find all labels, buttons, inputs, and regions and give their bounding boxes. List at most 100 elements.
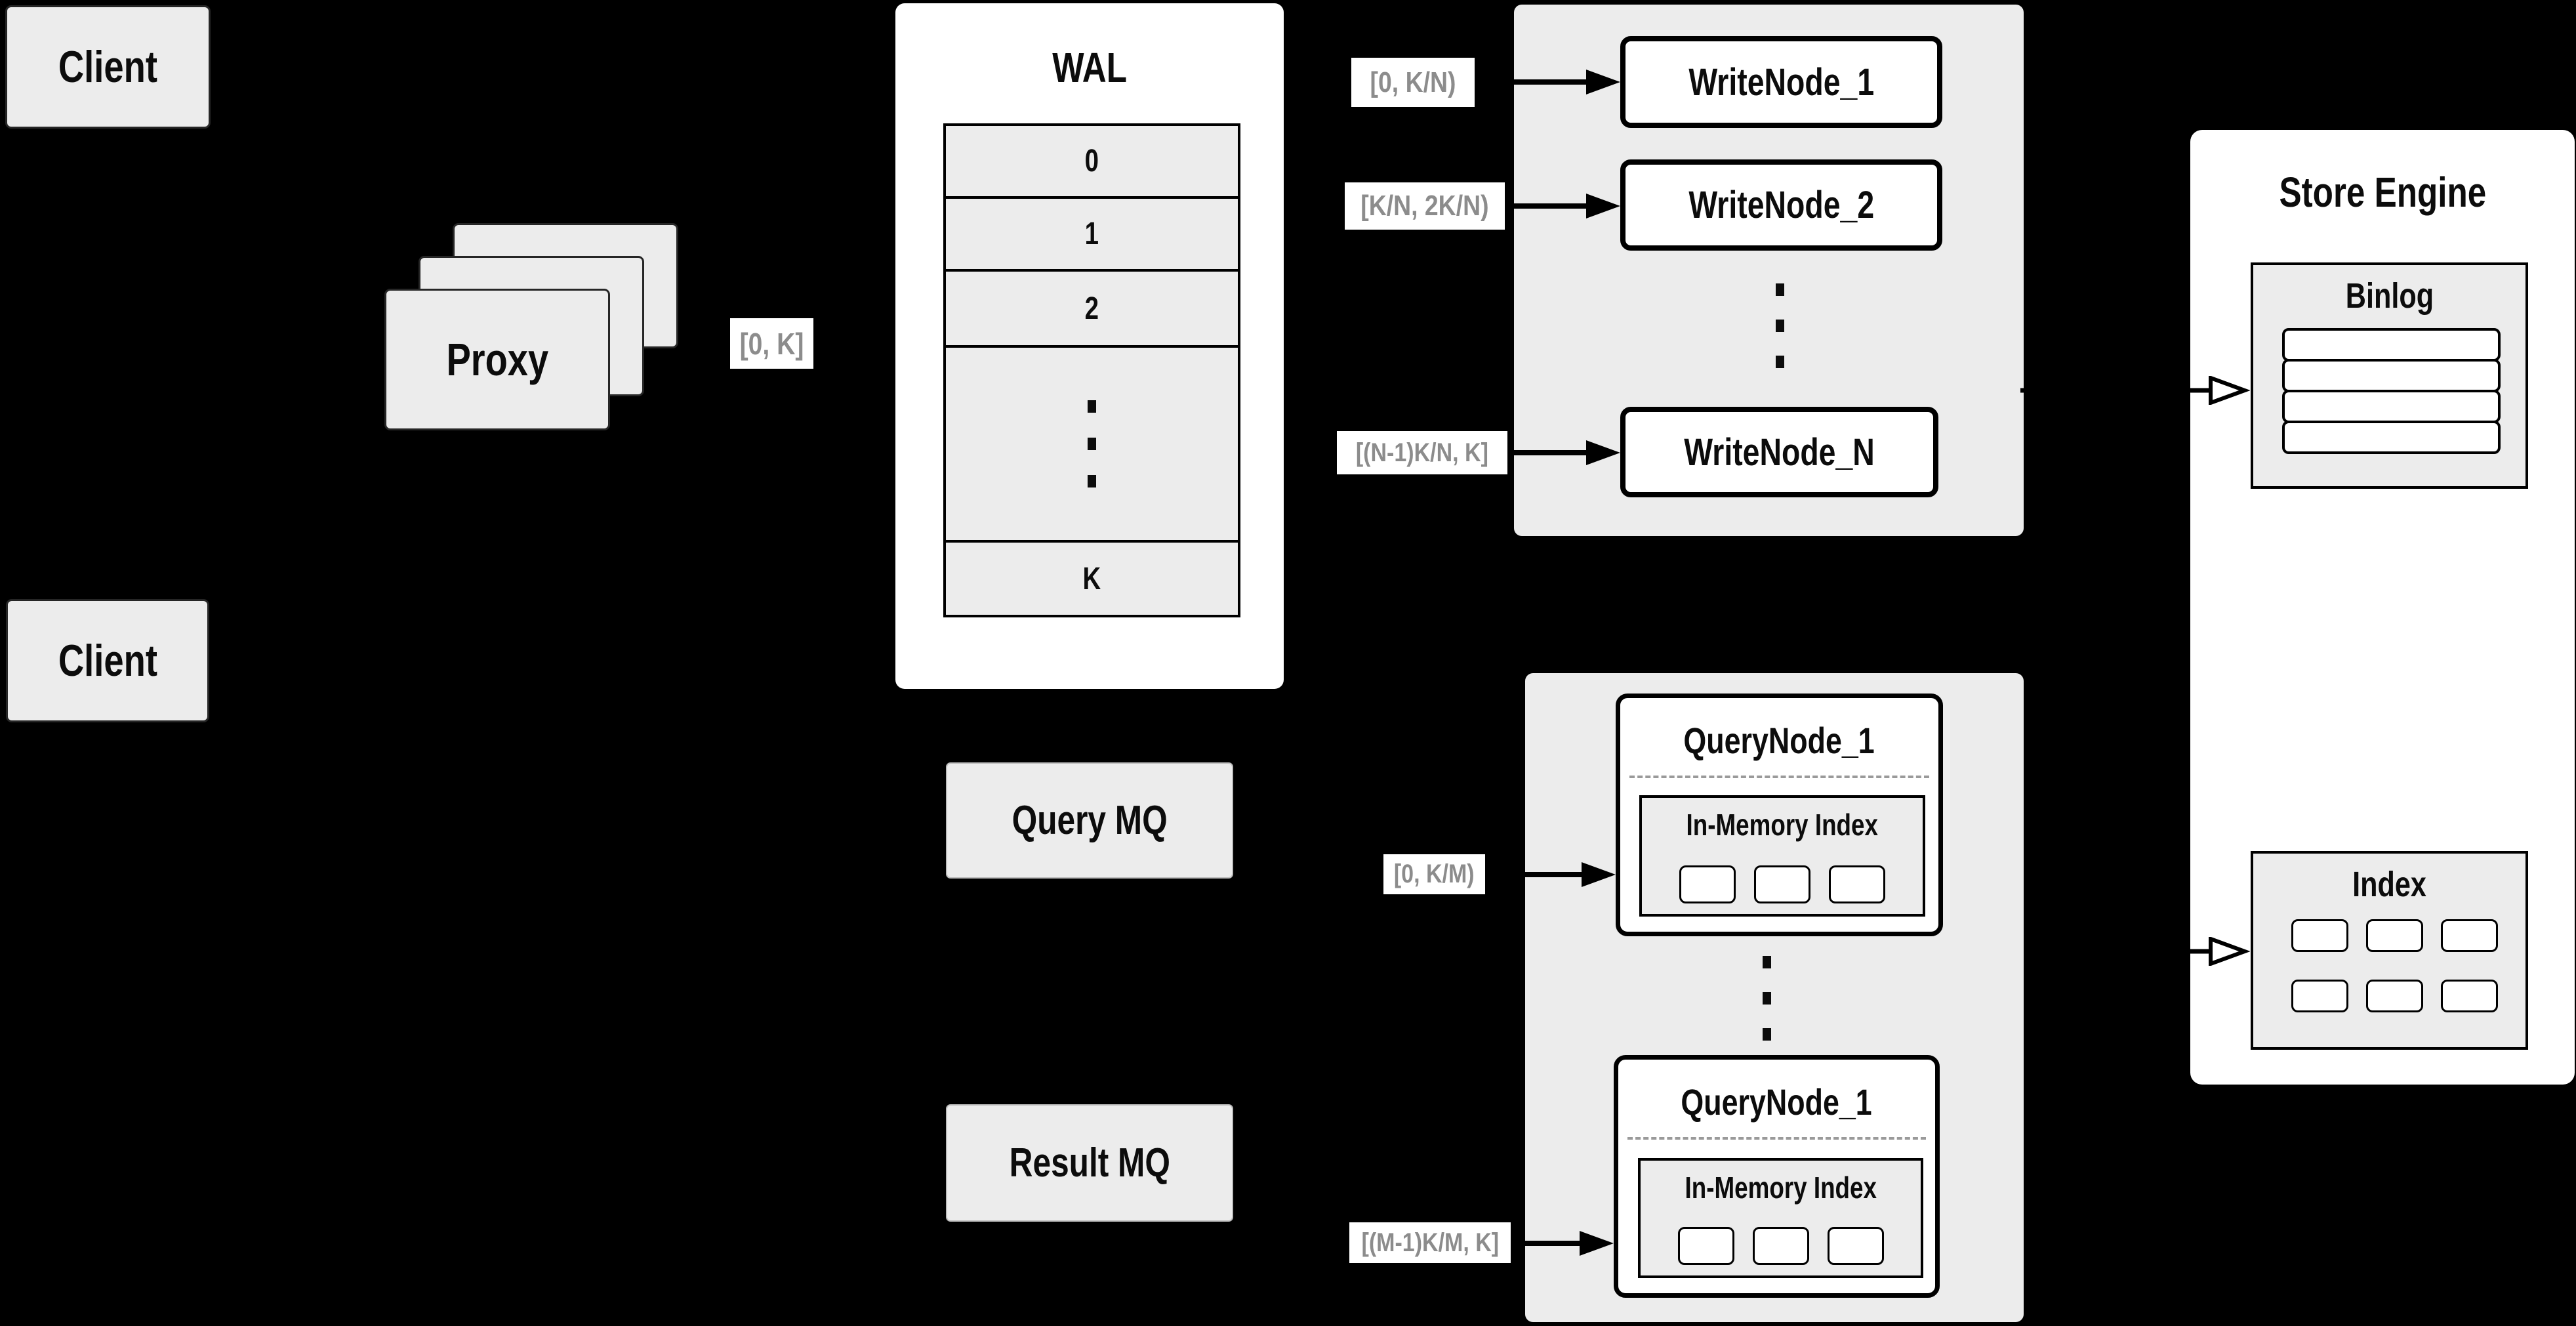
wal-title: WAL [1052, 43, 1127, 91]
wal-title-row: WAL [895, 36, 1284, 98]
binlog-segment [2282, 421, 2501, 454]
write-node-1: WriteNode_1 [1620, 36, 1942, 128]
wal-slot-2-label: 2 [1084, 291, 1099, 326]
query-node-m-title: QueryNode_1 [1681, 1081, 1873, 1123]
segment-cell [1677, 1227, 1734, 1265]
segment-cell [1829, 865, 1885, 903]
range-label-write-n: [(N-1)K/N, K] [1337, 431, 1507, 474]
dashed-divider [1629, 776, 1929, 778]
arrowhead-writenode-n-icon [1586, 440, 1620, 465]
wal-slot-table: 0 1 2 K [943, 123, 1240, 617]
client-bottom-label: Client [58, 636, 157, 686]
range-label-query-m-text: [(M-1)K/M, K] [1361, 1228, 1499, 1257]
range-label-write-2-text: [K/N, 2K/N) [1360, 190, 1489, 222]
write-node-2: WriteNode_2 [1620, 159, 1942, 251]
range-label-write-1: [0, K/N) [1351, 58, 1475, 107]
vertical-ellipsis-icon [1776, 356, 1784, 368]
query-node-1: QueryNode_1 In-Memory Index [1616, 694, 1943, 936]
arrow-to-querynode-1 [1489, 872, 1584, 877]
index-cell [2441, 980, 2498, 1012]
arrow-to-writenode-n [1512, 450, 1589, 455]
arrowhead-querynode-1-icon [1582, 862, 1616, 887]
wal-slot-1: 1 [943, 196, 1240, 272]
range-label-proxy-out: [0, K] [730, 318, 813, 369]
segment-cell [1754, 865, 1810, 903]
in-memory-index-2-title: In-Memory Index [1685, 1171, 1877, 1205]
write-node-2-label: WriteNode_2 [1688, 184, 1874, 226]
in-memory-index-1-title: In-Memory Index [1686, 808, 1879, 842]
binlog-segment [2282, 359, 2501, 392]
range-label-query-1: [0, K/M) [1383, 854, 1485, 894]
range-label-query-1-text: [0, K/M) [1394, 860, 1475, 888]
open-arrowhead-icon [2209, 937, 2250, 966]
proxy-label: Proxy [446, 334, 548, 385]
query-node-m: QueryNode_1 In-Memory Index [1614, 1055, 1940, 1298]
arrow-to-querynode-m [1515, 1241, 1582, 1246]
wal-slot-ellipsis [943, 345, 1240, 543]
wal-slot-2: 2 [943, 269, 1240, 348]
vertical-ellipsis-icon [1088, 438, 1096, 450]
index-cell [2366, 919, 2423, 952]
vertical-ellipsis-icon [1776, 283, 1784, 296]
index-title: Index [2352, 865, 2426, 904]
in-memory-index-1-title-row: In-Memory Index [1642, 804, 1923, 845]
write-node-n-label: WriteNode_N [1684, 430, 1875, 474]
vertical-ellipsis-icon [1088, 400, 1096, 413]
range-label-write-1-text: [0, K/N) [1370, 66, 1456, 98]
segment-cell [1752, 1227, 1809, 1265]
store-engine-title-row: Store Engine [2190, 163, 2575, 222]
arrowhead-writenode-2-icon [1586, 194, 1620, 218]
segment-cell [1827, 1227, 1884, 1265]
binlog-title-row: Binlog [2253, 273, 2525, 319]
index-cell [2291, 980, 2348, 1012]
write-node-1-label: WriteNode_1 [1688, 60, 1874, 104]
query-node-1-title-row: QueryNode_1 [1620, 716, 1938, 764]
range-label-query-m: [(M-1)K/M, K] [1349, 1222, 1511, 1263]
open-arrow-to-binlog [2020, 376, 2250, 405]
vertical-ellipsis-icon [1763, 992, 1771, 1005]
in-memory-index-1-cells [1642, 865, 1923, 903]
binlog-segment [2282, 328, 2501, 362]
client-box-top: Client [5, 5, 211, 129]
arrow-to-writenode-1 [1481, 79, 1589, 85]
range-label-proxy-out-text: [0, K] [739, 326, 804, 361]
vertical-ellipsis-icon [1776, 320, 1784, 332]
vertical-ellipsis-icon [1088, 475, 1096, 487]
result-mq-box: Result MQ [946, 1104, 1233, 1222]
binlog-title: Binlog [2345, 276, 2434, 316]
wal-slot-k-label: K [1082, 561, 1101, 596]
range-label-write-2: [K/N, 2K/N) [1345, 182, 1505, 230]
binlog-segments [2282, 328, 2501, 454]
index-cells [2291, 919, 2498, 1012]
store-engine-title: Store Engine [2279, 169, 2486, 216]
client-top-label: Client [58, 42, 158, 92]
wal-box: WAL 0 1 2 K [895, 3, 1284, 689]
query-node-1-title: QueryNode_1 [1683, 719, 1875, 761]
in-memory-index-box-2: In-Memory Index [1638, 1158, 1923, 1278]
proxy-box: Proxy [384, 289, 610, 430]
index-cell [2366, 980, 2423, 1012]
binlog-segment [2282, 390, 2501, 423]
arrowhead-querynode-m-icon [1580, 1231, 1614, 1256]
client-box-bottom: Client [6, 599, 209, 722]
write-node-n: WriteNode_N [1620, 407, 1938, 497]
segment-cell [1679, 865, 1736, 903]
in-memory-index-2-title-row: In-Memory Index [1641, 1167, 1921, 1208]
vertical-ellipsis-icon [1763, 1028, 1771, 1041]
index-box: Index [2251, 851, 2528, 1050]
index-title-row: Index [2253, 863, 2525, 906]
vertical-ellipsis-icon [1763, 956, 1771, 968]
range-label-write-n-text: [(N-1)K/N, K] [1355, 438, 1489, 467]
wal-slot-0-label: 0 [1084, 144, 1099, 178]
dashed-divider [1627, 1137, 1926, 1140]
in-memory-index-2-cells [1641, 1227, 1921, 1265]
wal-slot-k: K [943, 540, 1240, 617]
in-memory-index-box-1: In-Memory Index [1639, 795, 1925, 917]
query-node-m-title-row: QueryNode_1 [1618, 1078, 1935, 1125]
wal-slot-1-label: 1 [1084, 217, 1099, 251]
arrowhead-writenode-1-icon [1586, 70, 1620, 94]
query-mq-label: Query MQ [1012, 798, 1168, 843]
arrow-to-writenode-2 [1509, 203, 1589, 209]
open-arrowhead-icon [2209, 376, 2250, 405]
